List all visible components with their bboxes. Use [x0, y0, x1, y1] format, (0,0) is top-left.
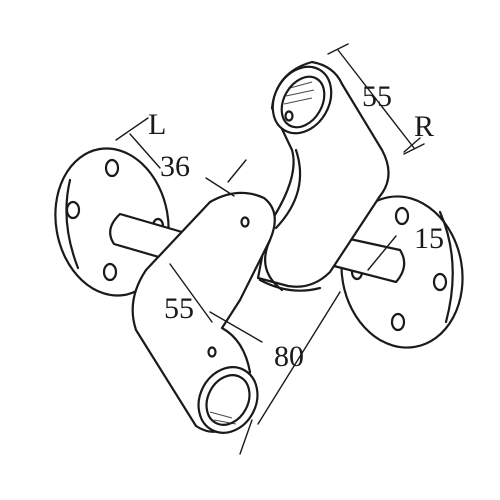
upper-elbow-tube: [256, 60, 390, 288]
lower-elbow-tube: [131, 191, 322, 434]
side-label-right: R: [414, 110, 434, 143]
side-label-left: L: [148, 108, 166, 141]
dimension-labels: 55 L R 36 15 55 80: [148, 80, 444, 373]
dimension-label-15: 15: [414, 222, 444, 255]
dimension-lines: [115, 43, 425, 455]
dimension-label-bottom-55: 55: [164, 292, 194, 325]
left-flange: [54, 147, 170, 297]
dimension-label-36: 36: [160, 150, 190, 183]
dimension-label-80: 80: [274, 340, 304, 373]
dimension-label-top-55: 55: [362, 80, 392, 113]
